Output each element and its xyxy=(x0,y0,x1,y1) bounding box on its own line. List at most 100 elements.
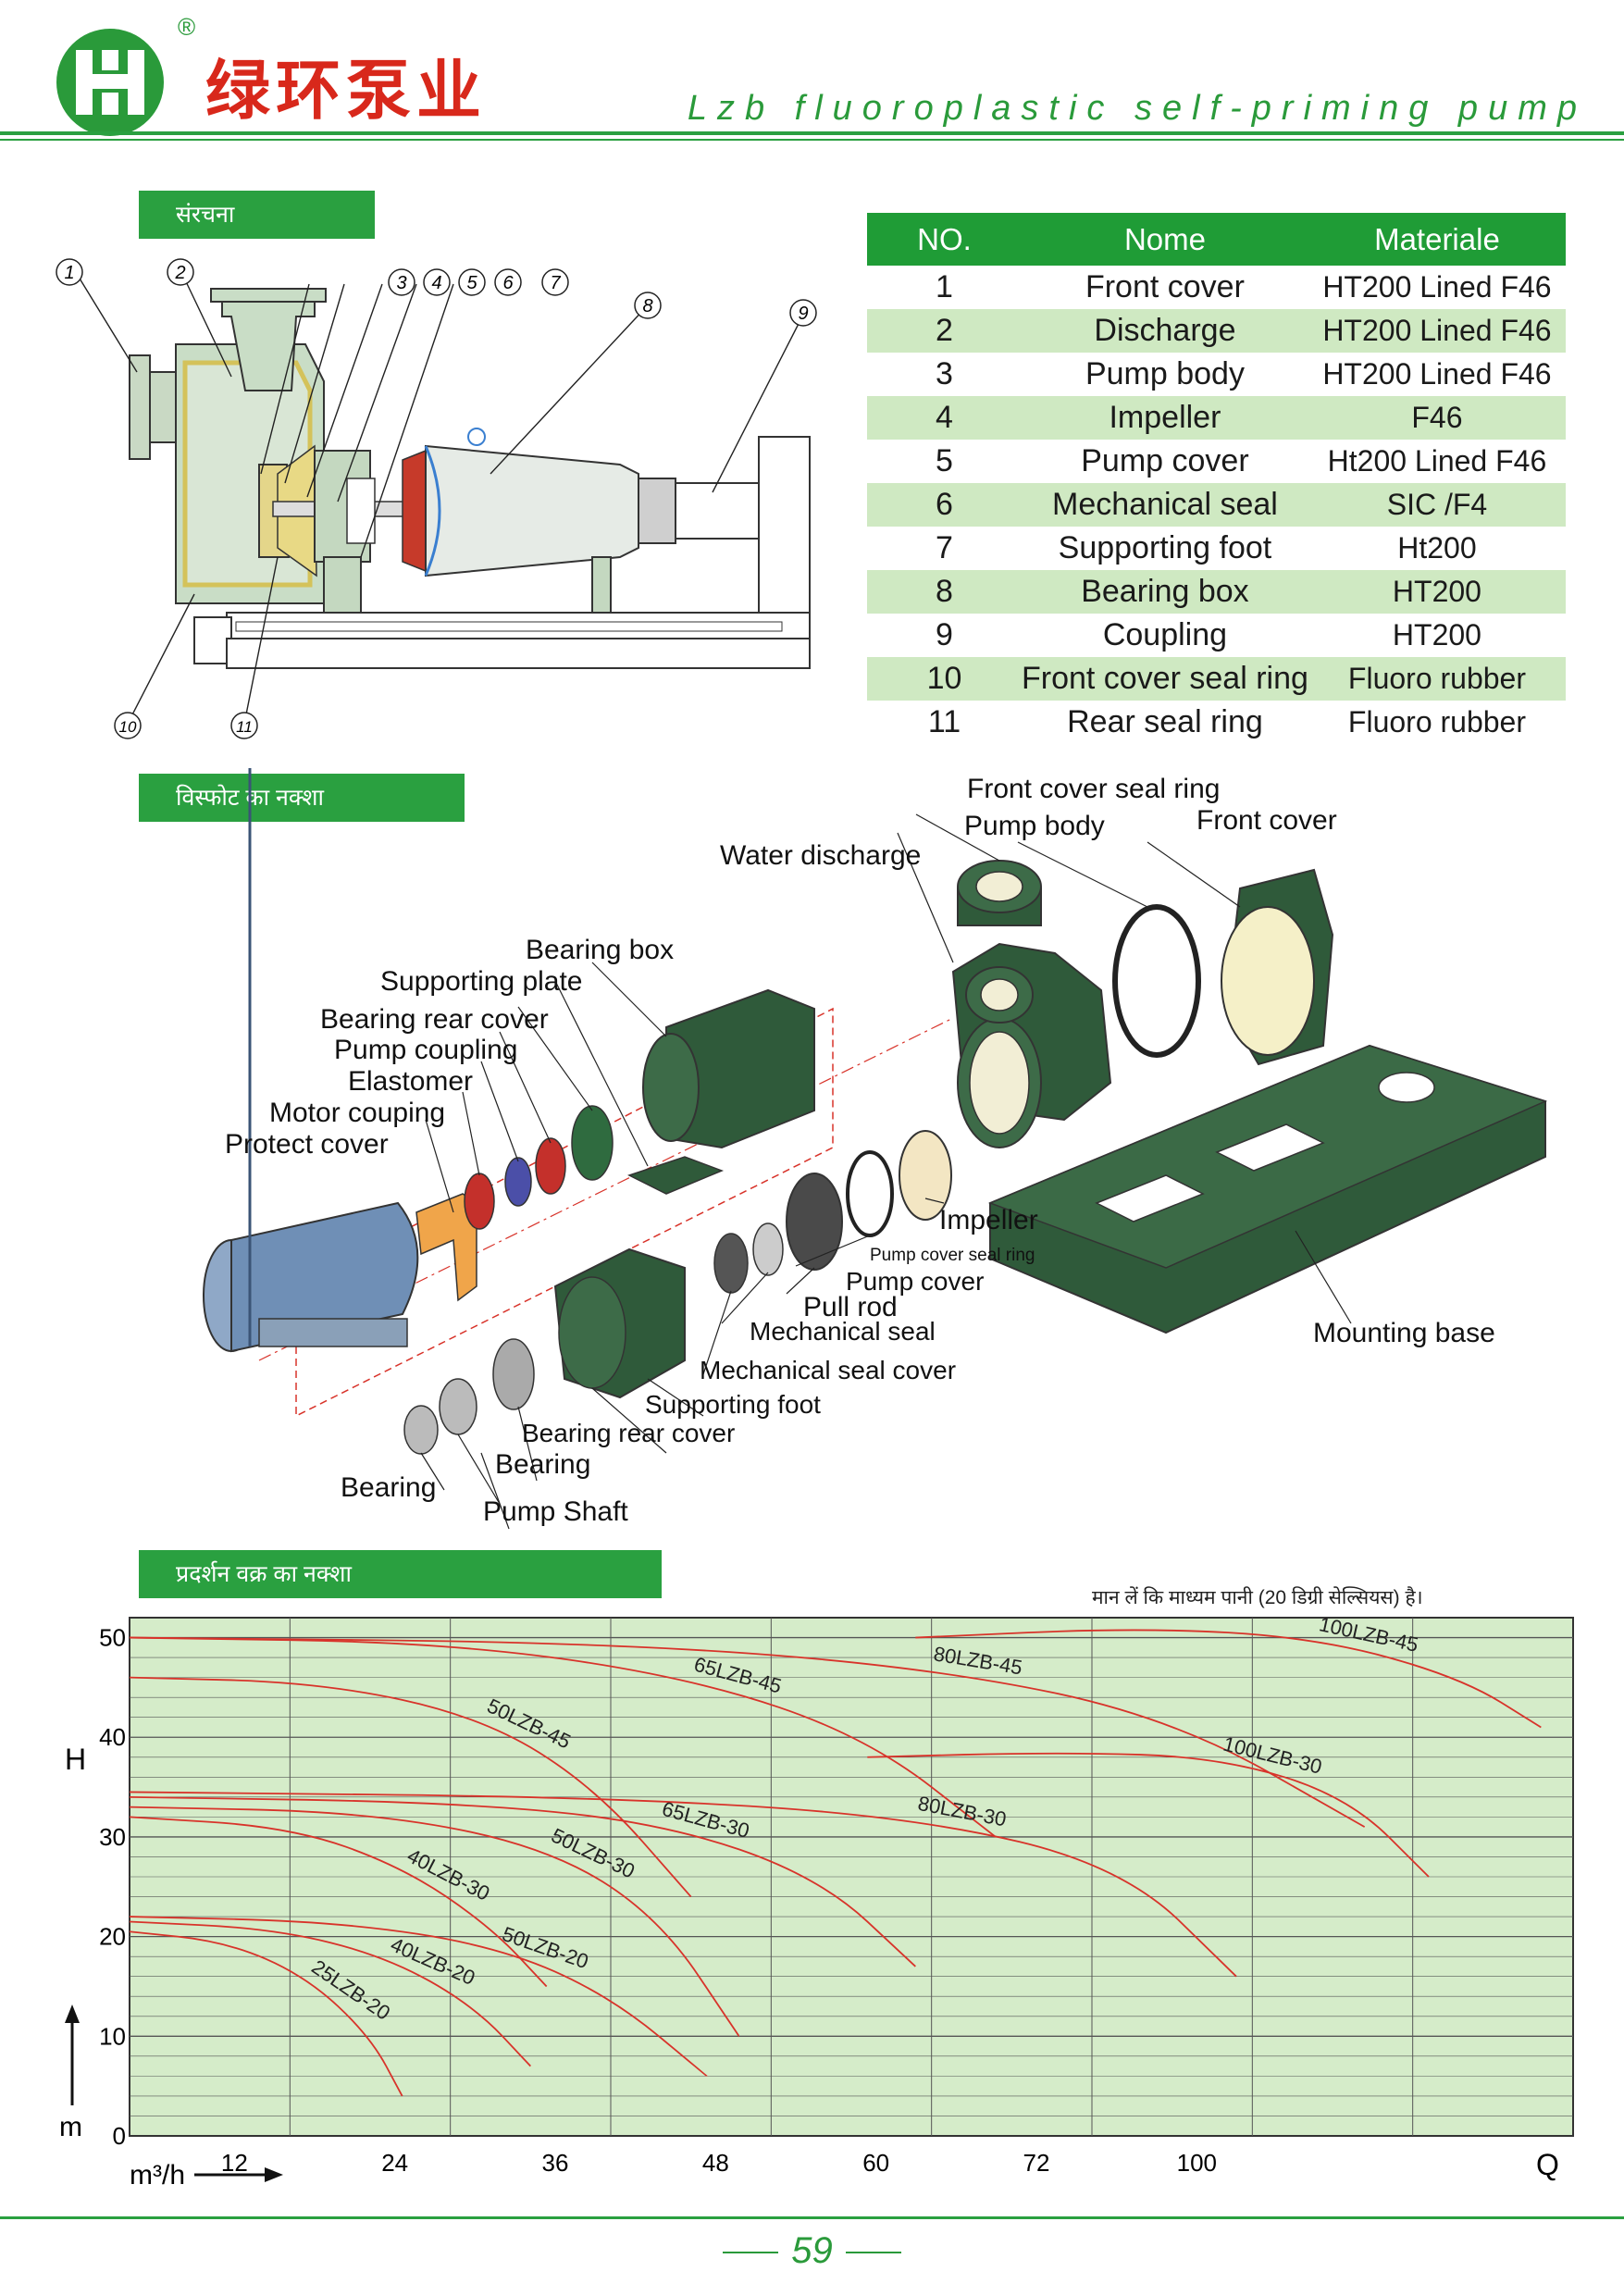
label-pump-cover-seal-ring: Pump cover seal ring xyxy=(870,1246,1035,1265)
callout-4: 4 xyxy=(431,273,441,293)
curve-80lzb-45 xyxy=(129,1636,1366,1828)
part-material: HT200 xyxy=(1308,570,1566,614)
y-unit-label: m xyxy=(59,2112,82,2142)
dash-right xyxy=(845,2252,901,2254)
x-axis-end-label: Q xyxy=(1536,2148,1559,2181)
curves xyxy=(129,1629,1542,2097)
part-material: HT200 Lined F46 xyxy=(1322,357,1552,391)
x-tick-label: 48 xyxy=(702,2149,729,2177)
part-number: 8 xyxy=(867,570,1022,614)
label-bearing-box: Bearing box xyxy=(526,935,674,965)
exploded-labels: Front cover seal ring Pump body Front co… xyxy=(225,774,1495,1527)
footer-divider xyxy=(0,2216,1624,2219)
part-name: Pump body xyxy=(1085,356,1245,391)
label-mechanical-seal: Mechanical seal xyxy=(750,1317,936,1346)
part-material: Fluoro rubber xyxy=(1347,705,1526,738)
curve-40lzb-20 xyxy=(129,1920,531,2067)
curve-100lzb-45 xyxy=(915,1629,1542,1729)
section-tab-exploded: विस्फोट का नक्शा xyxy=(139,774,465,822)
callout-7: 7 xyxy=(550,273,561,293)
y-axis-label: H xyxy=(65,1743,86,1776)
curve-100lzb-30 xyxy=(867,1752,1430,1878)
pump-cross-section-diagram: 1 2 3 4 5 6 7 8 9 10 11 xyxy=(56,258,817,739)
part-number: 11 xyxy=(927,704,961,739)
part-number: 6 xyxy=(867,483,1022,527)
header-material: Materiale xyxy=(1308,213,1566,266)
part-number: 2 xyxy=(867,309,1022,353)
structure-callouts: 1 2 3 4 5 6 7 8 9 10 11 xyxy=(56,258,817,739)
part-material: HT200 xyxy=(1392,618,1481,652)
header-name: Nome xyxy=(1022,213,1308,266)
x-tick-label: 60 xyxy=(862,2149,889,2177)
y-tick-label: 20 xyxy=(99,1923,126,1951)
part-material: Fluoro rubber xyxy=(1308,657,1566,701)
label-pump-shaft: Pump Shaft xyxy=(483,1496,628,1527)
curve-65lzb-30 xyxy=(129,1795,916,1967)
curve-50lzb-45 xyxy=(129,1676,692,1898)
label-bearing-right: Bearing xyxy=(495,1449,590,1480)
part-name: Coupling xyxy=(1102,617,1228,652)
label-front-cover: Front cover xyxy=(1196,805,1337,836)
part-number: 1 xyxy=(936,269,953,304)
part-material: F46 xyxy=(1308,396,1566,440)
table-row: 1 Front cover HT200 Lined F46 xyxy=(867,266,1566,309)
x-tick-label: 72 xyxy=(1023,2149,1050,2177)
part-material: Ht200 Lined F46 xyxy=(1327,444,1547,478)
label-motor-couping: Motor couping xyxy=(269,1098,445,1128)
label-mechanical-seal-cover: Mechanical seal cover xyxy=(700,1356,956,1384)
part-name: Front cover seal ring xyxy=(1022,657,1308,701)
brand-name: 绿环泵业 xyxy=(205,52,487,129)
label-supporting-plate: Supporting plate xyxy=(380,966,583,997)
header-no: NO. xyxy=(867,213,1022,266)
curve-80lzb-30 xyxy=(129,1791,1237,1978)
y-tick-label: 50 xyxy=(99,1624,126,1652)
parts-table-header: NO. Nome Materiale xyxy=(867,213,1566,266)
part-number: 9 xyxy=(936,617,953,652)
x-tick-label: 36 xyxy=(542,2149,569,2177)
part-name: Impeller xyxy=(1022,396,1308,440)
part-name: Pump cover xyxy=(1081,443,1249,478)
part-material: SIC /F4 xyxy=(1308,483,1566,527)
part-material: HT200 Lined F46 xyxy=(1322,270,1552,304)
y-arrow-icon xyxy=(65,2004,80,2105)
performance-curve-chart: 25LZB-2040LZB-2040LZB-3050LZB-2050LZB-30… xyxy=(59,1612,1574,2191)
callout-10: 10 xyxy=(119,718,137,736)
label-pull-rod: Pull rod xyxy=(803,1292,898,1322)
callout-9: 9 xyxy=(798,304,808,324)
part-name: Discharge xyxy=(1022,309,1308,353)
y-tick-label: 30 xyxy=(99,1823,126,1851)
y-tick-label: 0 xyxy=(113,2122,126,2150)
y-tick-label: 40 xyxy=(99,1723,126,1751)
part-number: 5 xyxy=(936,443,953,478)
callout-3: 3 xyxy=(396,273,406,293)
header-divider xyxy=(0,131,1624,135)
table-row: 5 Pump cover Ht200 Lined F46 xyxy=(867,440,1566,483)
label-impeller: Impeller xyxy=(939,1205,1038,1235)
x-tick-label: 12 xyxy=(221,2149,248,2177)
x-tick-label: 100 xyxy=(1177,2149,1217,2177)
callout-8: 8 xyxy=(642,296,652,316)
callout-6: 6 xyxy=(502,273,514,293)
label-pump-body: Pump body xyxy=(964,811,1105,841)
part-name: Bearing box xyxy=(1022,570,1308,614)
callout-11: 11 xyxy=(236,718,253,736)
label-elastomer: Elastomer xyxy=(348,1066,473,1097)
motor-icon xyxy=(203,768,419,1353)
part-name: Front cover xyxy=(1085,269,1245,304)
part-name: Rear seal ring xyxy=(1067,704,1263,739)
registered-mark: ® xyxy=(178,13,196,41)
part-number: 7 xyxy=(936,530,953,565)
dash-left xyxy=(723,2252,779,2254)
label-pump-cover: Pump cover xyxy=(846,1267,984,1296)
page-number: 59 xyxy=(0,2230,1624,2272)
callout-5: 5 xyxy=(466,273,477,293)
chart-note: मान लें कि माध्यम पानी (20 डिग्री सेल्सि… xyxy=(1092,1587,1423,1608)
label-protect-cover: Protect cover xyxy=(225,1129,389,1160)
part-number: 3 xyxy=(936,356,953,391)
callout-1: 1 xyxy=(64,263,74,283)
